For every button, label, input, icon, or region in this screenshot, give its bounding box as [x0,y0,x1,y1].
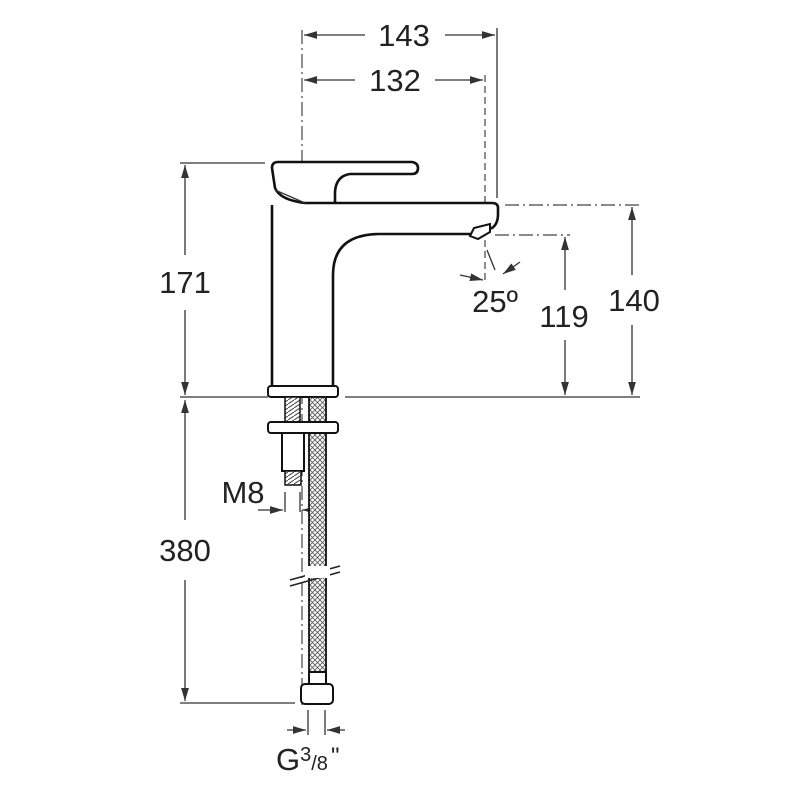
dim-hose-length: 380 [159,533,211,568]
dimension-lines [181,31,636,734]
dim-stud-thread: M8 [221,475,264,510]
dim-outlet-angle: 25º [472,284,518,319]
faucet-body [270,160,500,390]
connection-suffix: " [331,743,340,770]
dim-spout-reach: 132 [369,63,421,98]
dim-overall-height: 171 [159,265,211,300]
mounting-hardware [267,385,341,705]
dim-spout-height: 140 [608,283,660,318]
hose-nut [300,683,334,705]
dim-connection: G3/8" [276,742,339,777]
flexible-hose [308,396,327,685]
dim-outlet-height: 119 [539,299,588,334]
connection-num: 3 [300,744,311,766]
aerator [468,222,491,241]
connection-den: /8 [311,753,328,775]
connection-prefix: G [276,742,300,777]
dim-overall-width: 143 [378,18,430,53]
extension-lines [180,28,640,735]
